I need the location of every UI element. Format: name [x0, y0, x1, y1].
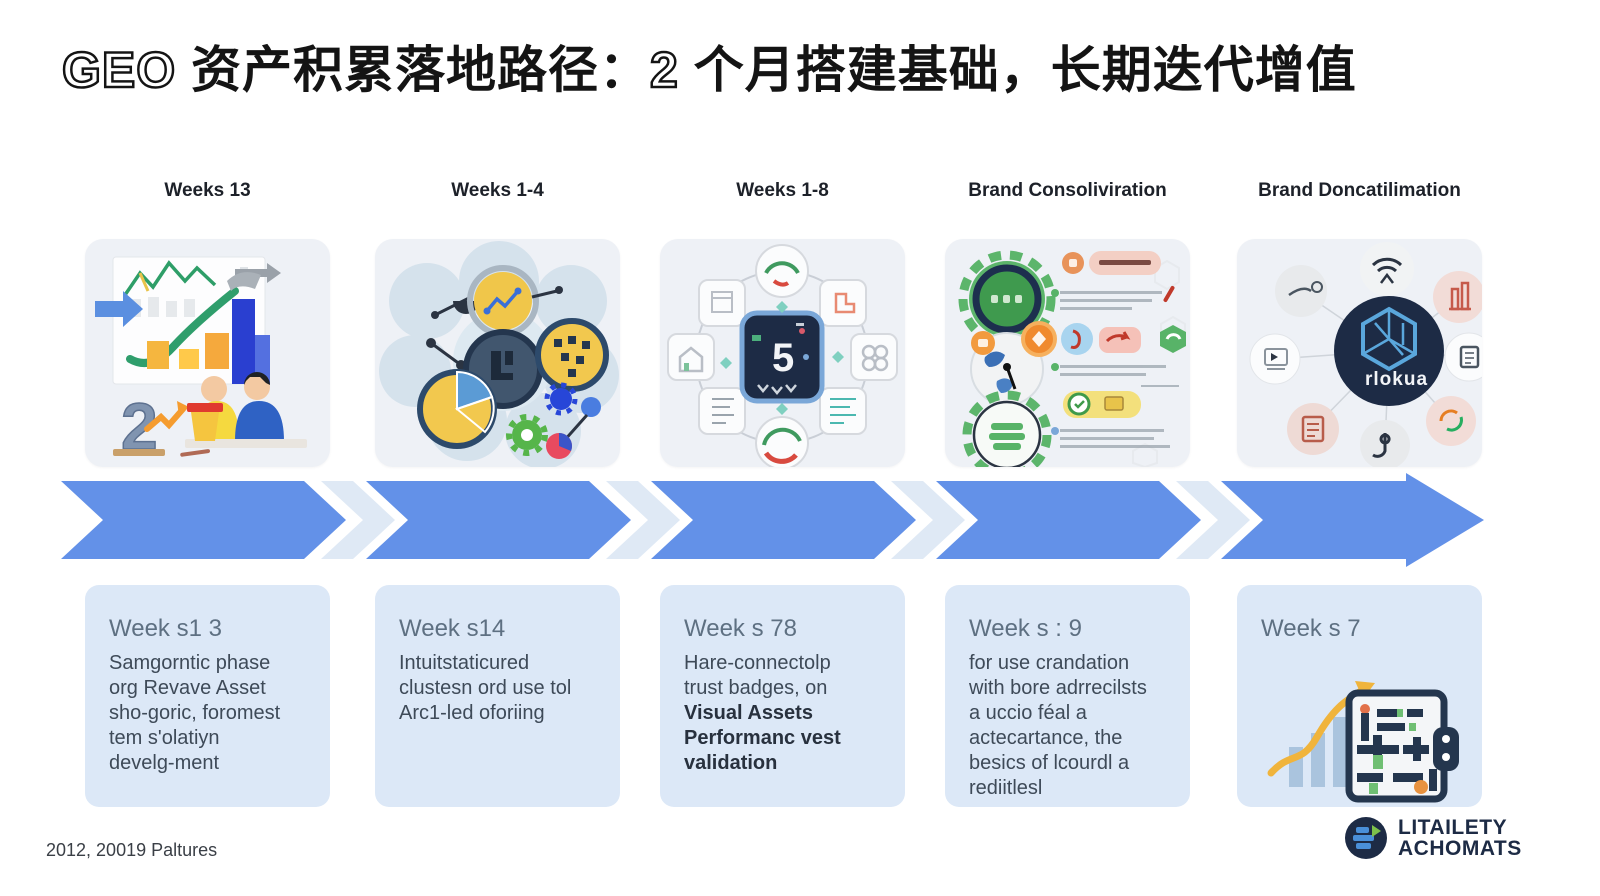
- growth-analytics-illustration: 2: [95, 256, 307, 464]
- timeline-column-5: Brand Doncatilimation: [1237, 180, 1482, 467]
- data-bubble-icon: [535, 318, 609, 392]
- growth-clipboard-illustration: [1267, 681, 1459, 803]
- card-text-line: Hare-connectolp: [684, 652, 831, 674]
- block-icon: [834, 292, 856, 314]
- illustration-tile: [375, 239, 620, 467]
- gear-icon: [550, 388, 572, 410]
- card-title: Week s 78: [684, 615, 797, 642]
- hub-validation-illustration: 5: [667, 244, 898, 467]
- card-body: Hare-connectolp trust badges, on Visual As…: [684, 651, 885, 776]
- card-text-line: develg-ment: [109, 752, 220, 774]
- bar-chart-icon: [232, 299, 255, 384]
- card-text-line: a uccio féal a: [969, 702, 1087, 724]
- gauge-icon: [762, 427, 802, 446]
- logo-line-1: LITAILETY: [1398, 815, 1508, 839]
- illustration-tile: 2: [85, 239, 330, 467]
- card-title: Week s1 3: [109, 615, 222, 642]
- card-text-line: trust badges, on: [684, 677, 828, 699]
- column-header: Weeks 13: [164, 180, 251, 201]
- card-body: Samgorntic phase org Revave Asset sho-gori…: [109, 651, 310, 776]
- card-text-line: for use crandation: [969, 652, 1130, 674]
- illustration-tile: 5: [660, 239, 905, 467]
- badge-checklist-illustration: [958, 250, 1186, 467]
- bar-chart-icon: [1449, 281, 1471, 311]
- card-text-line: Performanc vest: [684, 727, 841, 749]
- hexagon-badge-icon: [1160, 325, 1186, 353]
- asset-cluster-illustration: [379, 241, 619, 467]
- phase-card-5: Week s 7: [1237, 585, 1482, 807]
- illustration-tile: rlokua: [1237, 239, 1482, 467]
- house-icon: [678, 346, 704, 373]
- play-icon: [1271, 353, 1278, 361]
- refresh-icon: [1439, 409, 1458, 422]
- column-header: Brand Consoliviration: [968, 180, 1167, 201]
- card-text-line: Samgorntic phase: [109, 652, 271, 674]
- play-triangle-icon: [1372, 825, 1381, 837]
- card-text-line: Intuitstaticured: [399, 652, 530, 674]
- title-num-outline: 2: [649, 41, 679, 100]
- timeline-arrow: [61, 473, 1484, 567]
- arrow-segments: [61, 473, 1484, 567]
- phase-card-4: Week s : 9 for use crandation with bore a…: [945, 585, 1190, 807]
- badge-icon: [962, 390, 1052, 467]
- brand-logo: LITAILETY ACHOMATS: [1344, 816, 1522, 860]
- column-header: Weeks 1-4: [451, 180, 544, 201]
- card-text-line: org Revave Asset: [109, 677, 266, 699]
- title-mid: 资产积累落地路径：: [176, 42, 651, 98]
- card-text-line: Arc1-led oforiing: [399, 702, 545, 724]
- svg-text:rlokua: rlokua: [1365, 369, 1428, 390]
- phase-card-2: Week s14 Intuitstaticured clustesn ord us…: [375, 585, 620, 807]
- trend-bubble-icon: [474, 272, 532, 330]
- anchor-icon: [1372, 433, 1391, 458]
- logo-line-2: ACHOMATS: [1398, 837, 1522, 860]
- logo-icon: [1345, 817, 1387, 859]
- card-title: Week s : 9: [969, 615, 1082, 642]
- card-text-line: besics of lcourdl a: [969, 752, 1130, 774]
- bucket-icon: [191, 412, 219, 441]
- card-text-line: with bore adrrecilsts: [969, 677, 1147, 699]
- card-text-line: validation: [684, 752, 778, 774]
- title-geo-outline: GEO: [61, 41, 177, 100]
- page-title: GEO 资产积累落地路径：2 个月搭建基础，长期迭代增值: [61, 30, 1542, 102]
- card-text-line: tem s'olatiyn: [109, 727, 220, 749]
- svg-text:5: 5: [772, 336, 794, 380]
- growth-curve-icon: [126, 287, 239, 367]
- window-icon: [711, 291, 733, 313]
- card-text-line: actecartance, the: [969, 727, 1123, 749]
- timeline-column-3: Weeks 1-8: [660, 180, 905, 467]
- card-title: Week s14: [399, 615, 506, 642]
- column-header: Brand Doncatilimation: [1258, 180, 1461, 201]
- arrow-light-chevrons: [321, 481, 1250, 559]
- title-rest: 个月搭建基础，长期迭代增值: [678, 42, 1357, 98]
- phase-card-3: Week s 78 Hare-connectolp trust badges, o…: [660, 585, 905, 807]
- phase-card-1: Week s1 3 Samgorntic phase org Revave Ass…: [85, 585, 330, 807]
- checklist-icon: [712, 398, 734, 424]
- card-text-line: rediitlesl: [969, 777, 1043, 799]
- card-title: Week s 7: [1261, 615, 1361, 642]
- brand-network-illustration: rlokua: [1249, 242, 1482, 467]
- person-figure: [235, 401, 284, 441]
- document-lines-icon: [1301, 415, 1325, 443]
- signal-icon: [1371, 257, 1403, 273]
- cluster-icon: [861, 344, 889, 372]
- arrow-right-icon: [95, 291, 143, 327]
- card-body: for use crandation with bore adrrecilsts a…: [969, 651, 1170, 801]
- illustration-tile: [945, 239, 1190, 467]
- gauge-icon: [764, 261, 800, 275]
- logo-text: LITAILETY ACHOMATS: [1398, 815, 1522, 860]
- table-icon: [830, 398, 856, 424]
- card-text-line: clustesn ord use tol: [399, 677, 572, 699]
- column-header: Weeks 1-8: [736, 180, 829, 201]
- card-text-line: Visual Assets: [684, 702, 813, 724]
- doodle-icon: [1288, 287, 1312, 297]
- card-text-line: sho-goric, foromest: [109, 702, 281, 724]
- timeline-column-1: Weeks 13 2: [85, 180, 330, 467]
- zigzag-arrow-icon: [144, 406, 186, 432]
- footer-credit: 2012, 20019 Paltures: [46, 840, 218, 860]
- timeline-column-2: Weeks 1-4: [375, 180, 620, 467]
- timeline-column-4: Brand Consoliviration: [945, 180, 1190, 467]
- pencil-icon: [1163, 285, 1175, 303]
- document-icon: [1459, 345, 1480, 369]
